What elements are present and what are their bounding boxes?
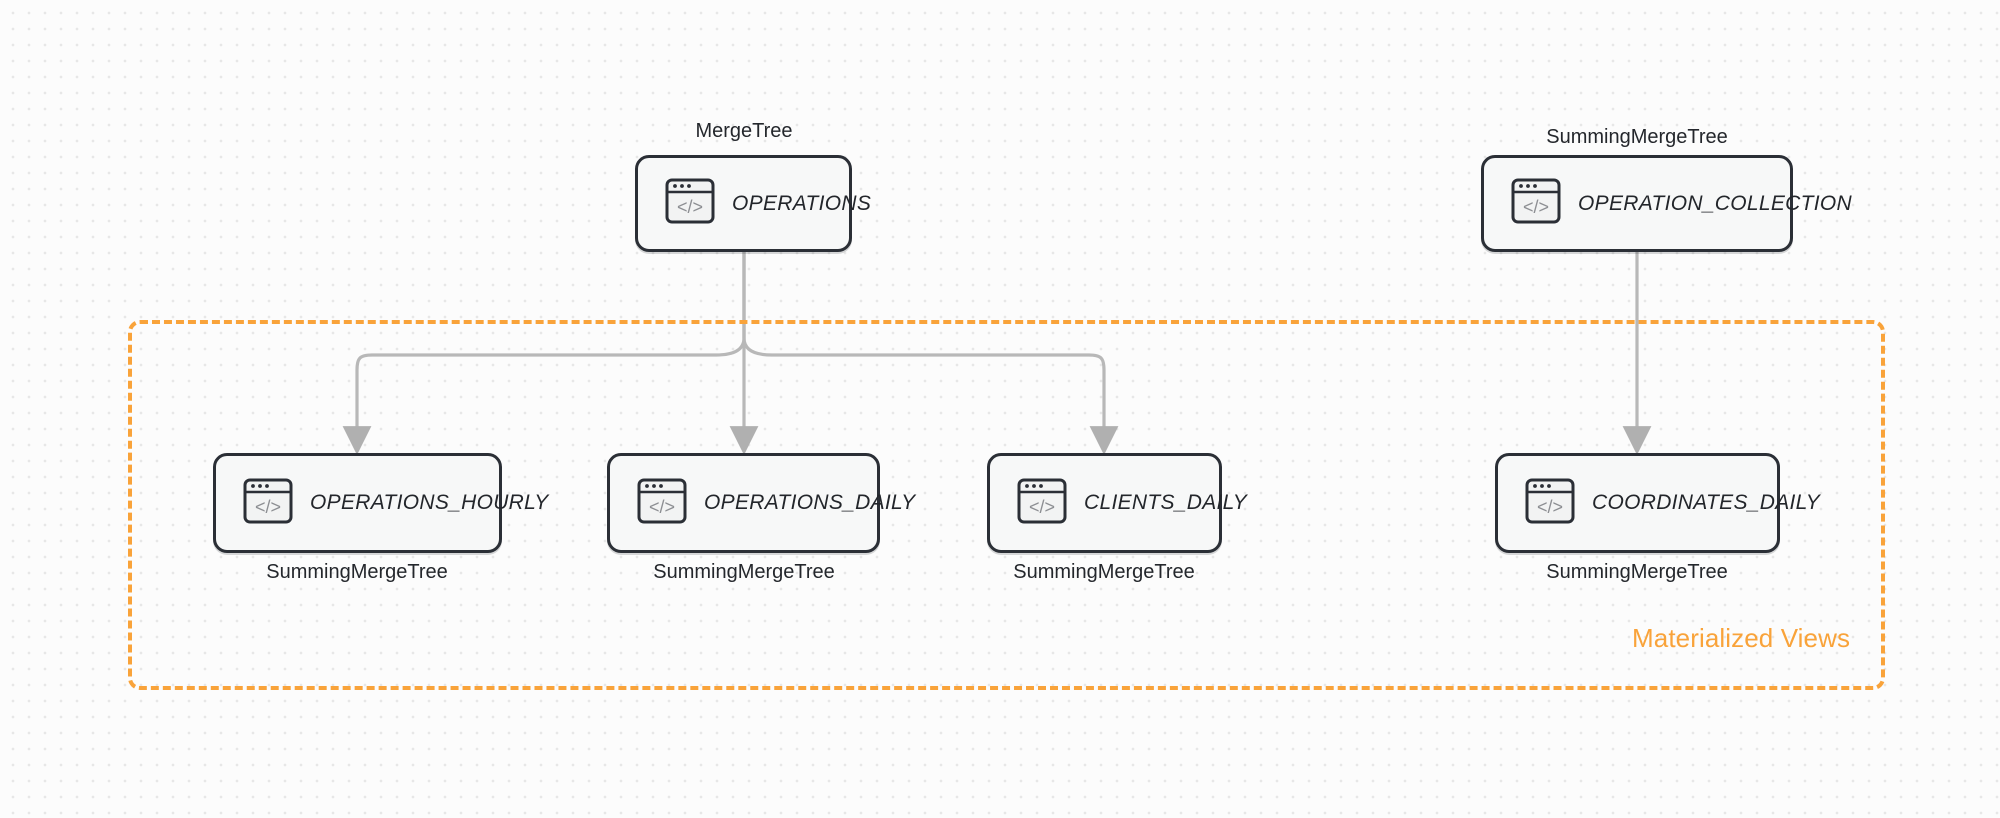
materialized-views-group — [128, 320, 1885, 690]
node-label-coordinates-daily: COORDINATES_DAILY — [1592, 491, 1820, 514]
node-coordinates-daily[interactable]: </> COORDINATES_DAILY — [1495, 453, 1820, 553]
node-operations-daily[interactable]: </> OPERATIONS_DAILY — [607, 453, 915, 553]
code-window-icon: </> — [1524, 475, 1576, 532]
svg-text:</>: </> — [1029, 497, 1055, 517]
svg-text:</>: </> — [677, 197, 703, 217]
code-window-icon: </> — [1510, 175, 1562, 232]
materialized-views-caption: Materialized Views — [1632, 623, 1851, 653]
svg-text:</>: </> — [1523, 197, 1549, 217]
code-window-icon: </> — [664, 175, 716, 232]
node-label-clients-daily: CLIENTS_DAILY — [1084, 491, 1248, 514]
engine-caption-operations-hourly: SummingMergeTree — [266, 561, 448, 583]
engine-caption-clients-daily: SummingMergeTree — [1013, 561, 1195, 583]
svg-text:</>: </> — [649, 497, 675, 517]
svg-text:</>: </> — [255, 497, 281, 517]
svg-text:</>: </> — [1537, 497, 1563, 517]
node-clients-daily[interactable]: </> CLIENTS_DAILY — [987, 453, 1247, 553]
node-operation-collection[interactable]: </> OPERATION_COLLECTION — [1481, 155, 1852, 252]
node-label-operations-hourly: OPERATIONS_HOURLY — [310, 491, 549, 514]
code-window-icon: </> — [1016, 475, 1068, 532]
node-operations-hourly[interactable]: </> OPERATIONS_HOURLY — [213, 453, 548, 553]
node-label-operations: OPERATIONS — [732, 191, 872, 215]
engine-caption-operations: MergeTree — [695, 120, 793, 142]
node-label-operation-collection: OPERATION_COLLECTION — [1578, 191, 1852, 215]
engine-caption-operations-daily: SummingMergeTree — [653, 561, 835, 583]
code-window-icon: </> — [636, 475, 688, 532]
engine-caption-coordinates-daily: SummingMergeTree — [1546, 561, 1728, 583]
code-window-icon: </> — [242, 475, 294, 532]
node-label-operations-daily: OPERATIONS_DAILY — [704, 491, 916, 514]
node-operations[interactable]: </> OPERATIONS — [635, 155, 871, 252]
engine-caption-operation-collection: SummingMergeTree — [1546, 126, 1728, 148]
